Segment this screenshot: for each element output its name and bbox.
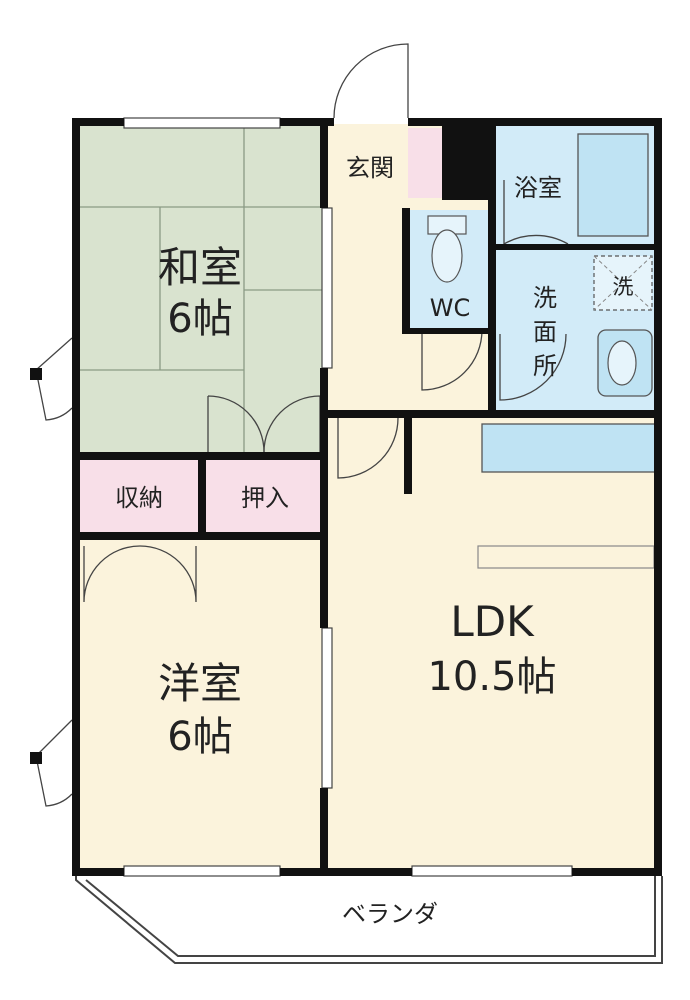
bathtub: [577, 133, 649, 237]
door-swings: [35, 43, 569, 807]
wc-label: WC: [430, 294, 471, 322]
genkan-label: 玄関: [346, 154, 394, 182]
ldk-size: 10.5帖: [427, 654, 556, 700]
senmenjo-char-2: 面: [533, 318, 557, 346]
kitchen-counter: [481, 423, 657, 473]
balcony-label: ベランダ: [342, 900, 438, 928]
shuno-label: 収納: [115, 484, 163, 512]
yoshitsu-floor: [78, 538, 324, 872]
washitsu-size: 6帖: [167, 296, 232, 342]
shuno-floor: [78, 458, 200, 534]
washer-space: [593, 255, 653, 311]
sink-icon: [597, 329, 653, 397]
ldk-name: LDK: [450, 597, 535, 646]
washitsu-name: 和室: [158, 243, 242, 292]
tatami-lines: [78, 128, 324, 452]
toilet-icon: [427, 215, 467, 283]
genkan-shoebox: [408, 128, 442, 198]
walls: [30, 118, 662, 876]
senmenjo-char-3: 所: [533, 352, 557, 380]
yokushitsu-label: 浴室: [514, 174, 562, 202]
yoshitsu-name: 洋室: [158, 659, 242, 708]
kitchen-shelf: [477, 545, 655, 569]
senmenjo-char-1: 洗: [533, 284, 557, 312]
oshiire-label: 押入: [241, 484, 289, 512]
oshiire-floor: [206, 458, 324, 534]
balcony-outline: [75, 876, 663, 964]
washitsu-floor: [78, 124, 324, 454]
yoshitsu-size: 6帖: [167, 714, 232, 760]
washer-label: 洗: [613, 275, 634, 299]
ldk-floor: [328, 414, 656, 872]
